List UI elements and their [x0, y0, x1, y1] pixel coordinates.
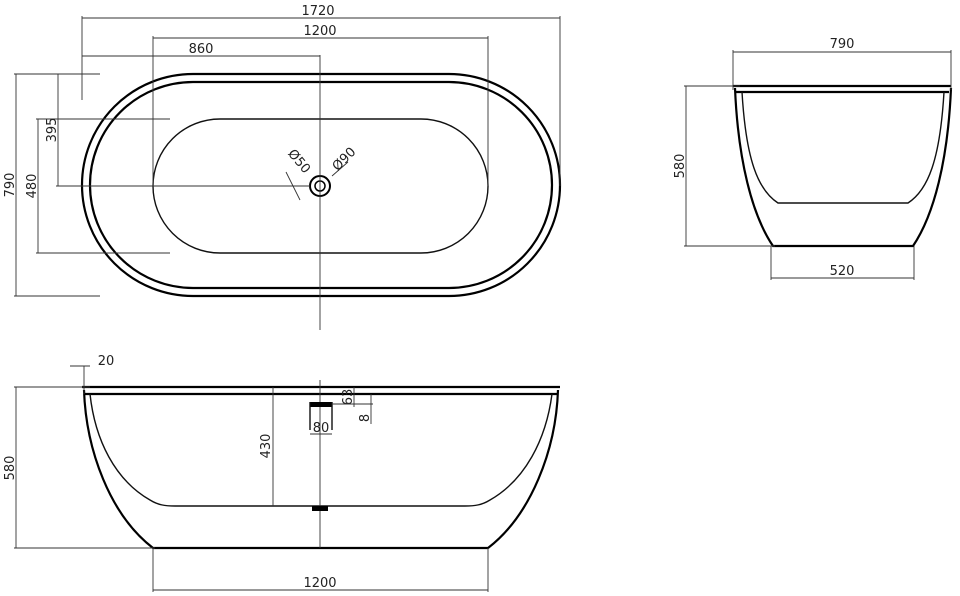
drain-fitting: [312, 506, 328, 511]
dim-drain-small: Ø50: [284, 147, 313, 177]
dim-395: 395: [45, 118, 60, 143]
dim-20: 20: [98, 354, 115, 369]
dim-430: 430: [259, 434, 274, 459]
dim-63: 63: [341, 389, 356, 406]
plan-outer-rim-inner-edge: [88, 80, 554, 290]
front-inner-basin: [89, 393, 553, 507]
dim-80: 80: [313, 421, 330, 436]
dim-580-side: 580: [673, 154, 688, 179]
plan-view: 1720 1200 860 790 480 395 Ø50 Ø90: [3, 4, 562, 330]
dim-580-front: 580: [3, 456, 18, 481]
front-outer-body: [82, 389, 560, 550]
side-outer-body: [733, 87, 953, 248]
front-view: 20 580 430 63 8 80 1200: [3, 354, 560, 592]
side-inner-body: [741, 91, 945, 204]
dim-790-side: 790: [830, 37, 855, 52]
dim-drain-large: Ø90: [330, 145, 360, 175]
dim-1200-top: 1200: [303, 24, 336, 39]
dim-480: 480: [25, 174, 40, 199]
dim-860: 860: [189, 42, 214, 57]
overflow-fitting: [310, 402, 332, 407]
dim-1200-bottom: 1200: [303, 576, 336, 591]
drain-leader-right: [331, 161, 349, 177]
dim-520: 520: [830, 264, 855, 279]
dim-8: 8: [358, 414, 373, 422]
side-view: 790 580 520: [673, 37, 953, 280]
dim-790-plan: 790: [3, 173, 18, 198]
dim-1720: 1720: [301, 4, 334, 19]
